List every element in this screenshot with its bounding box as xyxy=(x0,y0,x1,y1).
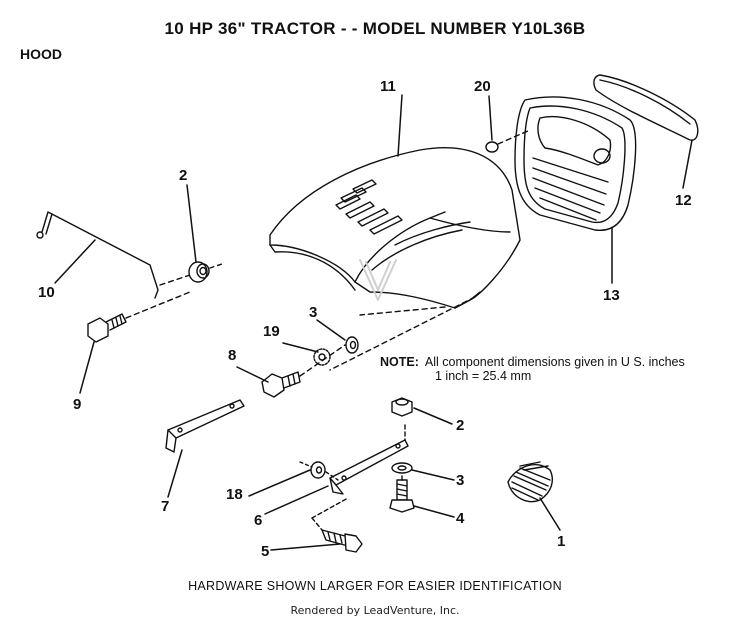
callout-6: 6 xyxy=(254,512,263,529)
bolt-part-9 xyxy=(87,291,191,343)
lockwasher-part-19 xyxy=(313,348,331,366)
note-label: NOTE: xyxy=(380,355,419,369)
bracket-part-7 xyxy=(165,399,245,453)
washer-part-3-lower xyxy=(391,462,413,474)
callout-18: 18 xyxy=(226,486,243,503)
page-title: 10 HP 36" TRACTOR - - MODEL NUMBER Y10L3… xyxy=(164,19,586,38)
plug-part-20 xyxy=(485,129,531,153)
callout-11: 11 xyxy=(380,78,396,95)
grille-part-13 xyxy=(514,96,637,232)
bolt-part-4 xyxy=(389,475,415,513)
callout-2-lower: 2 xyxy=(456,417,465,434)
bolt-part-8 xyxy=(261,344,346,398)
callout-8: 8 xyxy=(228,347,237,364)
rod-part-10 xyxy=(36,211,191,299)
bolt-part-5 xyxy=(311,497,363,553)
callout-20: 20 xyxy=(474,78,491,95)
hood-part-11 xyxy=(269,147,521,371)
note-line-2: 1 inch = 25.4 mm xyxy=(435,369,532,383)
callout-9: 9 xyxy=(73,396,82,413)
callout-13: 13 xyxy=(603,287,620,304)
trim-part-12 xyxy=(593,74,699,141)
washer-part-18 xyxy=(299,461,339,481)
callout-10: 10 xyxy=(38,284,55,301)
watermark-logo xyxy=(359,259,397,301)
note-line-1: All component dimensions given in U S. i… xyxy=(424,355,685,369)
leader-lines xyxy=(54,94,693,551)
section-title: HOOD xyxy=(20,46,62,62)
render-credit: Rendered by LeadVenture, Inc. xyxy=(290,604,460,617)
bracket-part-6 xyxy=(329,424,409,495)
callout-3-lower: 3 xyxy=(456,472,465,489)
spring-part-1 xyxy=(507,461,553,503)
washer-part-3-upper xyxy=(345,336,359,354)
nut-part-2-upper xyxy=(188,261,223,283)
dimension-note: NOTE: All component dimensions given in U… xyxy=(380,355,685,383)
callout-7: 7 xyxy=(161,498,170,515)
callout-3-upper: 3 xyxy=(309,304,318,321)
callout-19: 19 xyxy=(263,323,280,340)
callout-12: 12 xyxy=(675,192,692,209)
callout-5: 5 xyxy=(261,543,270,560)
hardware-footnote: HARDWARE SHOWN LARGER FOR EASIER IDENTIF… xyxy=(188,579,562,593)
nut-part-2-lower xyxy=(391,397,413,417)
callout-2-upper: 2 xyxy=(179,167,188,184)
callout-4: 4 xyxy=(456,510,465,527)
callout-1: 1 xyxy=(557,533,566,550)
